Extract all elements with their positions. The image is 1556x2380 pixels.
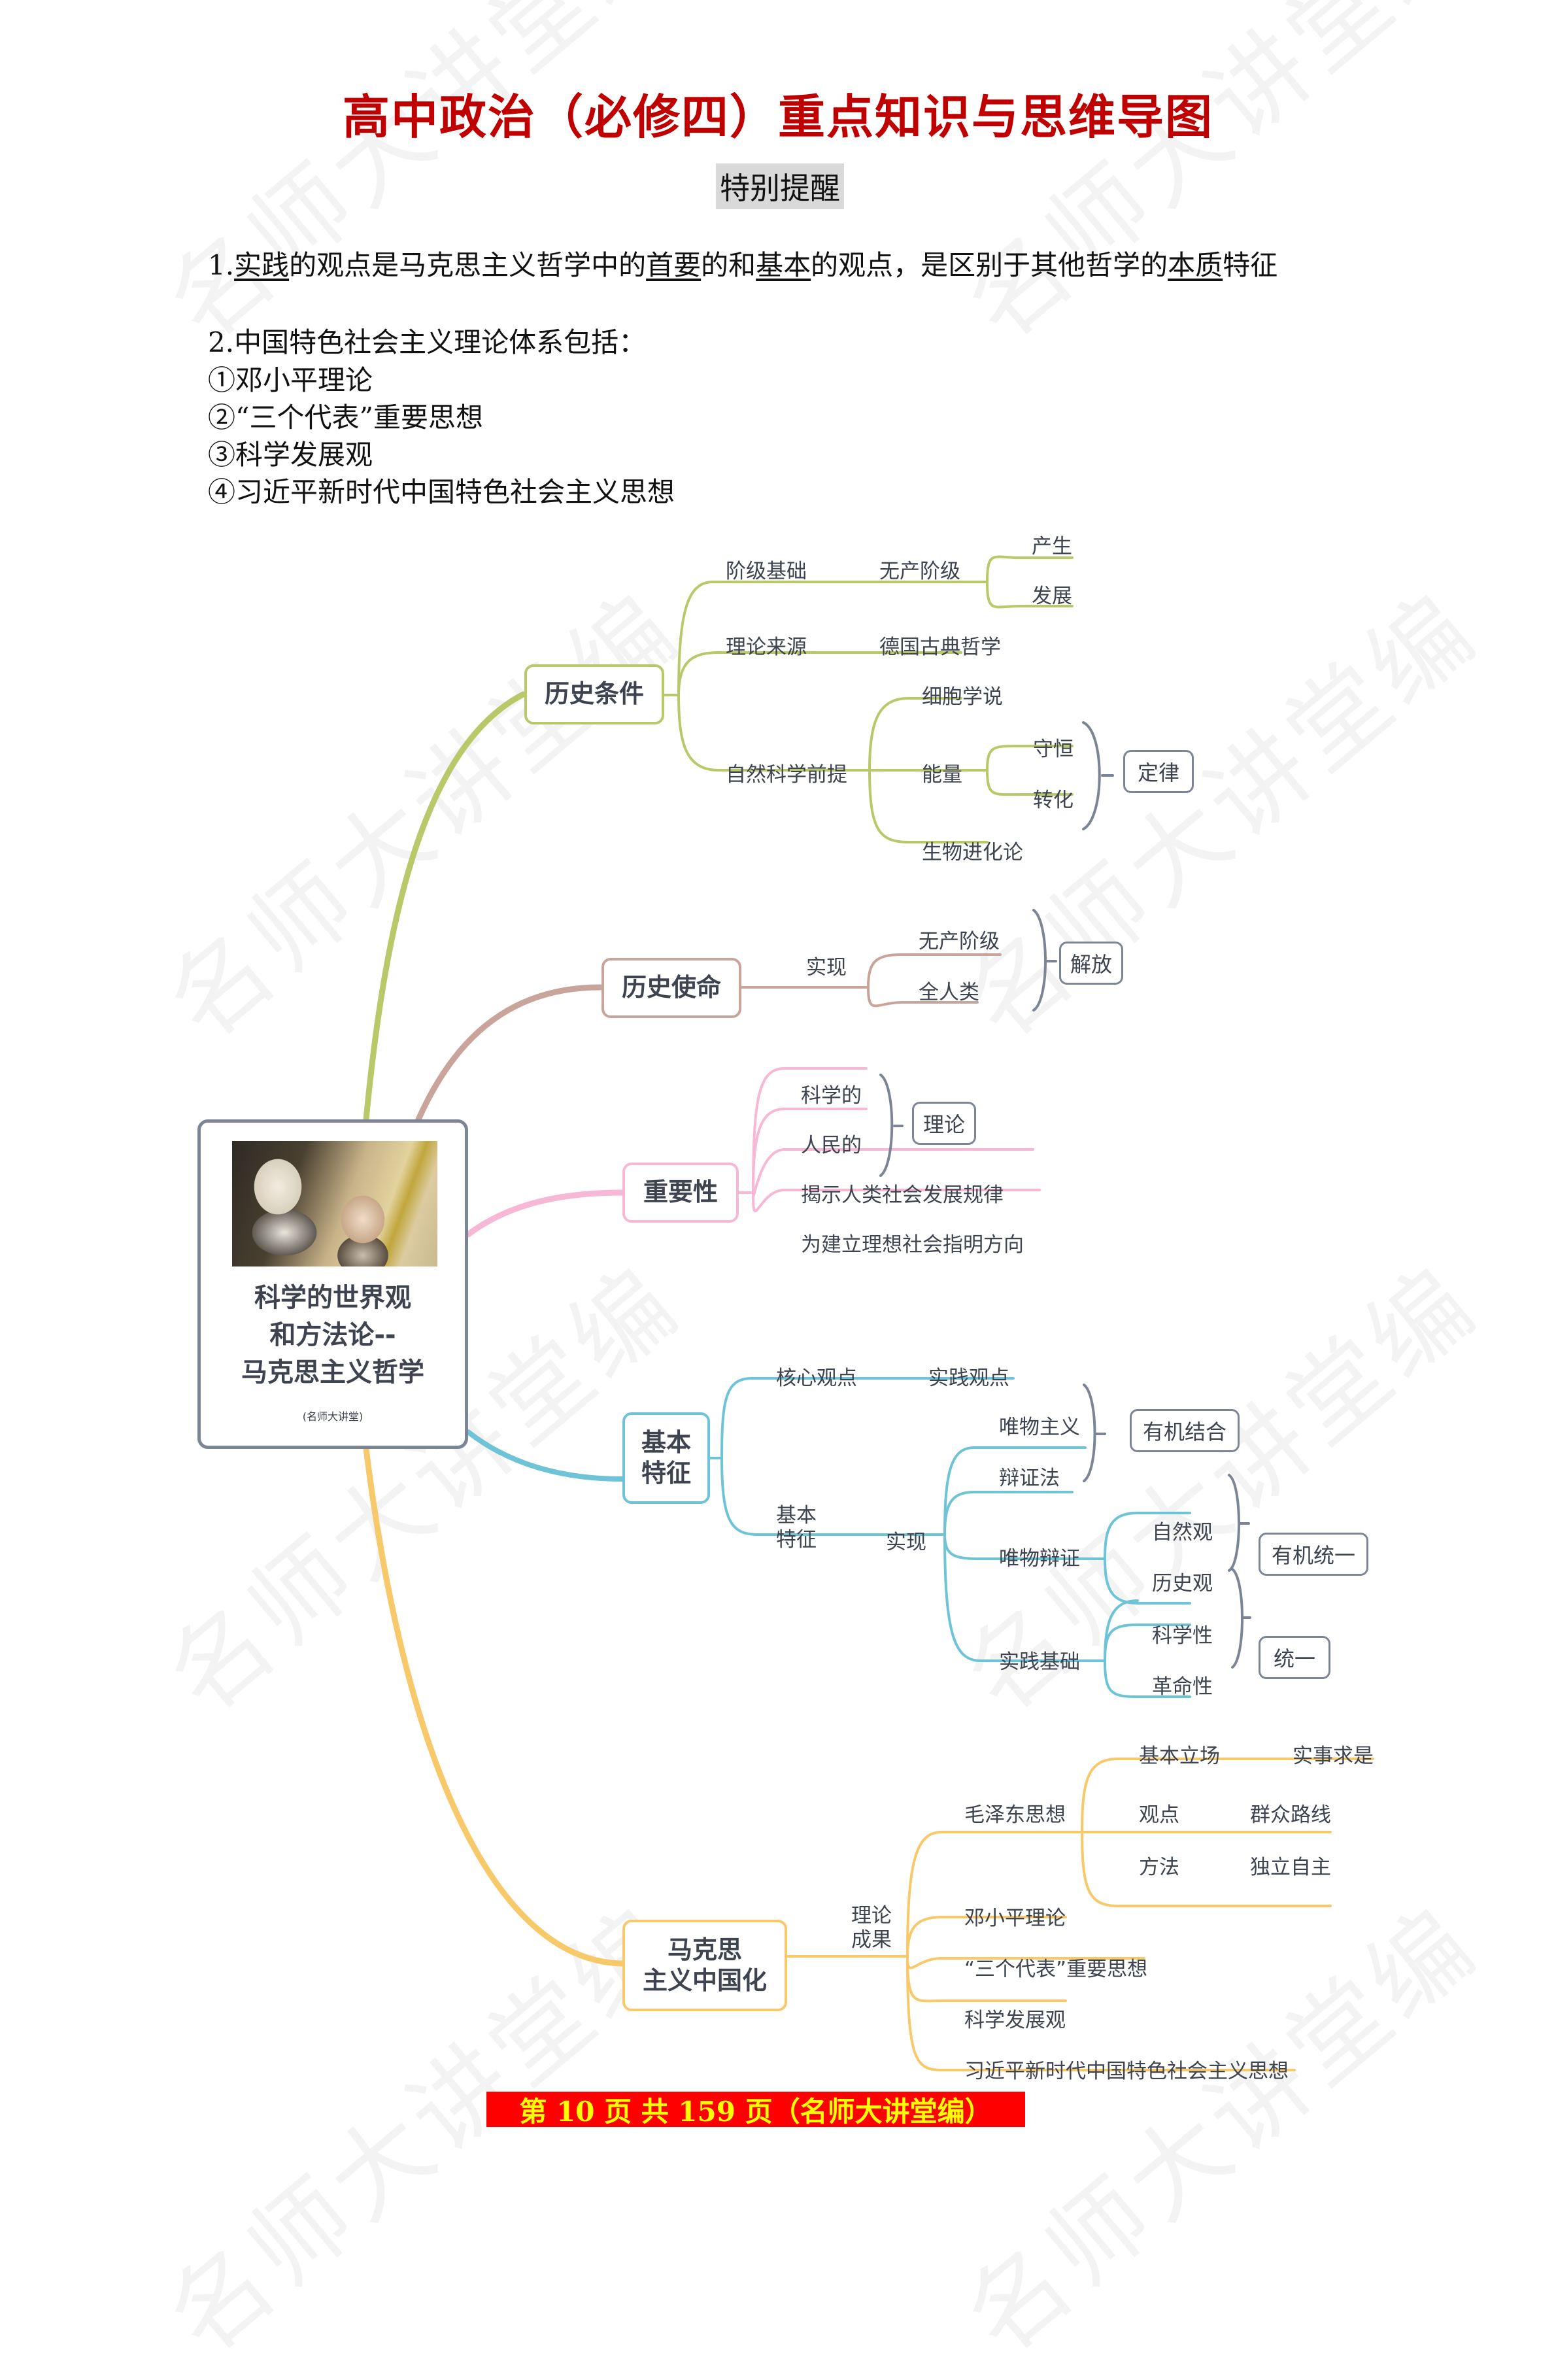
leaf-development[interactable]: 发展 bbox=[1032, 585, 1072, 608]
topic-importance[interactable]: 重要性 bbox=[622, 1163, 739, 1223]
mao-row-key[interactable]: 基本立场 bbox=[1139, 1744, 1220, 1768]
subtopic-class-basis[interactable]: 阶级基础 bbox=[726, 560, 807, 583]
subtopic-basic-features[interactable]: 基本 特征 bbox=[776, 1504, 817, 1552]
note-2-item: ④习近平新时代中国特色社会主义思想 bbox=[208, 476, 675, 508]
root-title-line: 和方法论-- bbox=[269, 1319, 396, 1350]
note-2-item: ②“三个代表”重要思想 bbox=[208, 401, 483, 434]
note-1-text: 的观点，是区别于其他哲学的 bbox=[811, 249, 1168, 281]
branch-line-history-conditions bbox=[363, 691, 526, 1123]
root-title-line: 马克思主义哲学 bbox=[241, 1357, 424, 1387]
subtopic-theoretical-achievements[interactable]: 理论 成果 bbox=[851, 1904, 892, 1952]
topic-label-line: 马克思 bbox=[667, 1935, 742, 1964]
branch-line-basic-features bbox=[465, 1429, 625, 1482]
topic-historic-mission[interactable]: 历史使命 bbox=[601, 958, 741, 1018]
root-title-line: 科学的世界观 bbox=[254, 1283, 411, 1313]
note-1-keyword: 首要 bbox=[646, 249, 702, 281]
leaf-view-of-nature[interactable]: 自然观 bbox=[1152, 1521, 1213, 1544]
label-line: 特征 bbox=[776, 1528, 817, 1552]
mao-row-value[interactable]: 独立自主 bbox=[1250, 1856, 1331, 1879]
note-1: 1.实践的观点是马克思主义哲学中的首要的和基本的观点，是区别于其他哲学的本质特征 bbox=[208, 243, 1277, 283]
topic-label-line: 主义中国化 bbox=[642, 1966, 767, 1995]
leaf-transformation[interactable]: 转化 bbox=[1033, 789, 1074, 812]
topic-sinicization-of-marxism[interactable]: 马克思 主义中国化 bbox=[622, 1920, 787, 2011]
note-2-item: ③科学发展观 bbox=[208, 439, 373, 471]
note-1-text: 的和 bbox=[701, 249, 756, 281]
item-proletariat[interactable]: 无产阶级 bbox=[879, 560, 960, 583]
note-1-keyword: 实践 bbox=[234, 249, 290, 281]
leaf-emergence[interactable]: 产生 bbox=[1032, 535, 1072, 558]
label-line: 成果 bbox=[851, 1928, 892, 1952]
summary-law[interactable]: 定律 bbox=[1123, 750, 1194, 793]
note-1-number: 1. bbox=[208, 249, 235, 281]
item-peoples[interactable]: 人民的 bbox=[801, 1134, 862, 1157]
page-footer: 第 10 页 共 159 页（名师大讲堂编） bbox=[486, 2092, 1025, 2128]
mao-row-key[interactable]: 方法 bbox=[1139, 1856, 1179, 1879]
note-1-keyword: 本质 bbox=[1168, 249, 1223, 281]
subtopic-natural-science-premise[interactable]: 自然科学前提 bbox=[726, 763, 847, 787]
item-scientific-outlook[interactable]: 科学发展观 bbox=[964, 2009, 1066, 2032]
root-subtitle: (名师大讲堂) bbox=[302, 1410, 364, 1423]
note-2-item: ①邓小平理论 bbox=[208, 364, 373, 396]
item-mao-zedong-thought[interactable]: 毛泽东思想 bbox=[964, 1803, 1066, 1827]
reminder-heading: 特别提醒 bbox=[716, 163, 844, 209]
item-deng-xiaoping-theory[interactable]: 邓小平理论 bbox=[964, 1907, 1066, 1930]
note-1-keyword: 基本 bbox=[756, 249, 811, 281]
root-title: 科学的世界观 和方法论-- 马克思主义哲学 bbox=[201, 1280, 465, 1391]
leaf-view-of-history[interactable]: 历史观 bbox=[1152, 1572, 1213, 1595]
item-evolution[interactable]: 生物进化论 bbox=[922, 841, 1023, 864]
item-energy[interactable]: 能量 bbox=[922, 763, 962, 787]
item-scientific[interactable]: 科学的 bbox=[801, 1084, 862, 1108]
item-materialist-dialectics[interactable]: 唯物辩证 bbox=[999, 1547, 1080, 1571]
mao-row-value[interactable]: 实事求是 bbox=[1293, 1744, 1374, 1768]
branch-line-importance bbox=[465, 1189, 626, 1238]
leaf-proletariat[interactable]: 无产阶级 bbox=[919, 930, 1000, 953]
mao-row-value[interactable]: 群众路线 bbox=[1250, 1803, 1331, 1827]
item-reveal-laws[interactable]: 揭示人类社会发展规律 bbox=[801, 1183, 1004, 1207]
subtopic-theory-source[interactable]: 理论来源 bbox=[726, 636, 807, 659]
note-2-heading: 2.中国特色社会主义理论体系包括： bbox=[208, 326, 647, 358]
leaf-revolutionary-nature[interactable]: 革命性 bbox=[1152, 1675, 1213, 1699]
summary-unity[interactable]: 统一 bbox=[1259, 1636, 1330, 1679]
summary-organic-unity[interactable]: 有机统一 bbox=[1259, 1533, 1368, 1576]
summary-organic-combination[interactable]: 有机结合 bbox=[1130, 1409, 1240, 1452]
branch-line-sinicization bbox=[363, 1446, 626, 1967]
item-practice-view[interactable]: 实践观点 bbox=[928, 1367, 1009, 1390]
leaf-all-mankind[interactable]: 全人类 bbox=[919, 981, 979, 1004]
item-realize[interactable]: 实现 bbox=[886, 1531, 926, 1554]
item-materialism[interactable]: 唯物主义 bbox=[999, 1416, 1080, 1439]
page-title: 高中政治（必修四）重点知识与思维导图 bbox=[342, 90, 1213, 144]
mindmap-connectors bbox=[363, 555, 1374, 2071]
note-1-text: 的观点是马克思主义哲学中的 bbox=[289, 249, 647, 281]
topic-basic-features[interactable]: 基本 特征 bbox=[622, 1412, 710, 1504]
root-node[interactable]: 科学的世界观 和方法论-- 马克思主义哲学 (名师大讲堂) bbox=[197, 1119, 468, 1449]
leaf-scientific-nature[interactable]: 科学性 bbox=[1152, 1624, 1213, 1648]
item-three-represents[interactable]: “三个代表”重要思想 bbox=[964, 1958, 1148, 1981]
bracket bbox=[1082, 721, 1101, 830]
item-ideal-society[interactable]: 为建立理想社会指明方向 bbox=[801, 1233, 1024, 1257]
item-cell-theory[interactable]: 细胞学说 bbox=[922, 685, 1003, 709]
label-line: 理论 bbox=[851, 1904, 892, 1928]
summary-liberation[interactable]: 解放 bbox=[1059, 942, 1123, 985]
label-line: 基本 bbox=[776, 1504, 817, 1527]
item-practice-basis[interactable]: 实践基础 bbox=[999, 1650, 1080, 1674]
item-german-classical-philosophy[interactable]: 德国古典哲学 bbox=[879, 636, 1001, 659]
item-dialectics[interactable]: 辩证法 bbox=[999, 1467, 1060, 1490]
mao-row-key[interactable]: 观点 bbox=[1139, 1803, 1179, 1827]
item-realize[interactable]: 实现 bbox=[806, 956, 847, 979]
topic-label-line: 基本 bbox=[641, 1427, 691, 1457]
leaf-conservation[interactable]: 守恒 bbox=[1033, 738, 1074, 761]
marx-engels-portrait-image bbox=[232, 1141, 437, 1266]
branch-line-historic-mission bbox=[415, 984, 603, 1123]
topic-label-line: 特征 bbox=[641, 1459, 691, 1488]
summary-theory[interactable]: 理论 bbox=[912, 1102, 976, 1145]
subtopic-core-view[interactable]: 核心观点 bbox=[776, 1367, 857, 1390]
topic-history-conditions[interactable]: 历史条件 bbox=[524, 664, 664, 724]
item-xi-jinping-thought[interactable]: 习近平新时代中国特色社会主义思想 bbox=[964, 2060, 1289, 2083]
note-1-text: 特征 bbox=[1223, 249, 1278, 281]
